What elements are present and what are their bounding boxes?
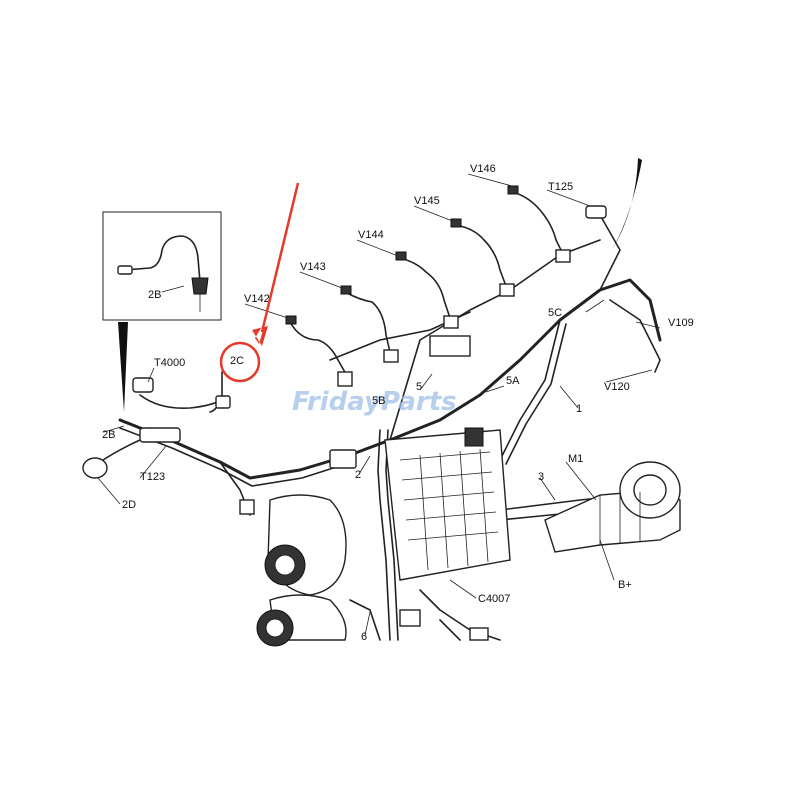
label-3: 3 [538,471,544,483]
label-v120: V120 [604,381,630,393]
label-m1: M1 [568,453,583,465]
label-2d: 2D [122,499,136,511]
part-labels: V146 T125 V145 V144 V143 V142 V109 V120 … [102,163,694,643]
label-6: 6 [361,631,367,643]
label-b-plus: B+ [618,579,632,591]
highlight-callout [219,182,300,383]
injector-branches [285,185,607,387]
ecu-module [384,335,511,581]
starter-motor [544,461,681,553]
label-5: 5 [416,381,422,393]
label-t123: T123 [140,471,165,483]
label-t125: T125 [548,181,573,193]
label-2c: 2C [230,355,244,367]
highlight-arrow-shaft [260,182,300,333]
label-2b-inset: 2B [148,289,161,301]
inset-detail-2b: 2B [102,211,222,321]
label-v143: V143 [300,261,326,273]
label-v144: V144 [358,229,384,241]
highlight-circle [219,341,261,383]
label-2: 2 [355,469,361,481]
label-2b: 2B [102,429,115,441]
label-c4007: C4007 [478,593,510,605]
label-5a: 5A [506,375,520,387]
lower-connectors [399,609,489,641]
leader-lines [97,173,661,636]
label-v145: V145 [414,195,440,207]
inset-pointer [118,322,128,412]
label-v142: V142 [244,293,270,305]
watermark-text: FridayParts [292,387,457,417]
label-5c: 5C [548,307,562,319]
label-t4000: T4000 [154,357,185,369]
highlight-arrow-head [252,320,268,346]
label-1: 1 [576,403,582,415]
label-v146: V146 [470,163,496,175]
top-right-pointer [612,158,642,250]
alternator-assembly [256,494,347,647]
label-5b: 5B [372,395,385,407]
left-components [82,371,357,515]
label-v109: V109 [668,317,694,329]
